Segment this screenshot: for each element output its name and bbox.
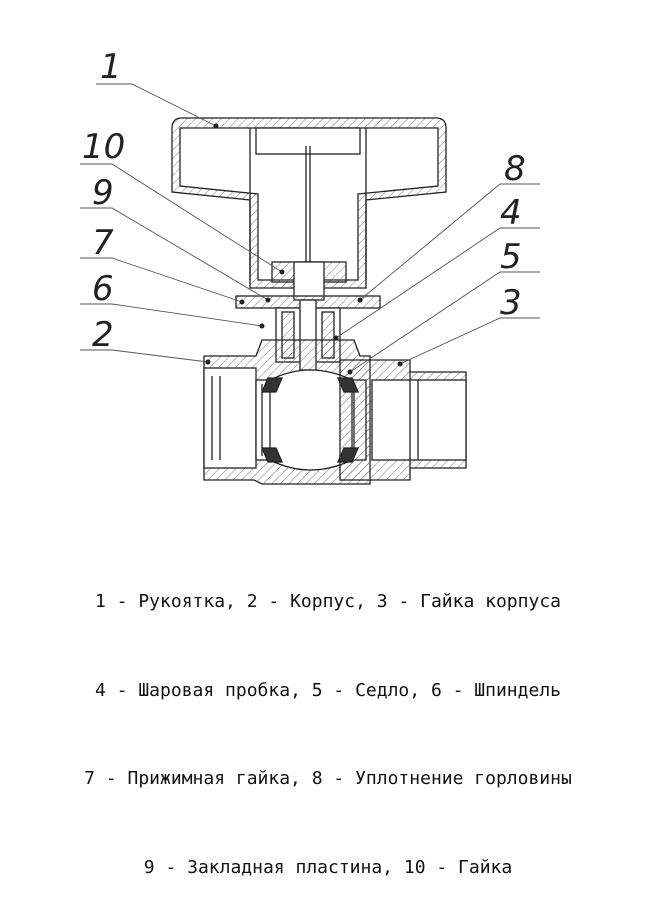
callout-10: 10 bbox=[82, 127, 125, 167]
leader-dots bbox=[205, 123, 403, 375]
parts-legend: 1 - Рукоятка, 2 - Корпус, 3 - Гайка корп… bbox=[0, 528, 656, 912]
legend-line: 9 - Закладная пластина, 10 - Гайка bbox=[143, 856, 513, 878]
legend-line: 1 - Рукоятка, 2 - Корпус, 3 - Гайка корп… bbox=[95, 591, 561, 612]
callout-4: 4 bbox=[500, 193, 522, 233]
callout-2: 2 bbox=[92, 315, 114, 355]
callout-1: 1 bbox=[100, 47, 122, 87]
callout-6: 6 bbox=[92, 269, 114, 309]
callout-5: 5 bbox=[500, 237, 522, 277]
legend-line: 7 - Прижимная гайка, 8 - Уплотнение горл… bbox=[84, 768, 572, 789]
callout-7: 7 bbox=[92, 223, 114, 263]
callout-8: 8 bbox=[504, 149, 526, 189]
callout-3: 3 bbox=[500, 283, 522, 323]
callout-9: 9 bbox=[92, 173, 114, 213]
handle bbox=[171, 117, 447, 289]
legend-line: 4 - Шаровая пробка, 5 - Седло, 6 - Шпинд… bbox=[95, 679, 561, 701]
valve-cross-section-drawing: 1 10 9 7 6 2 8 4 5 3 bbox=[80, 47, 540, 485]
valve-body bbox=[203, 339, 467, 485]
leader-lines bbox=[80, 83, 540, 373]
